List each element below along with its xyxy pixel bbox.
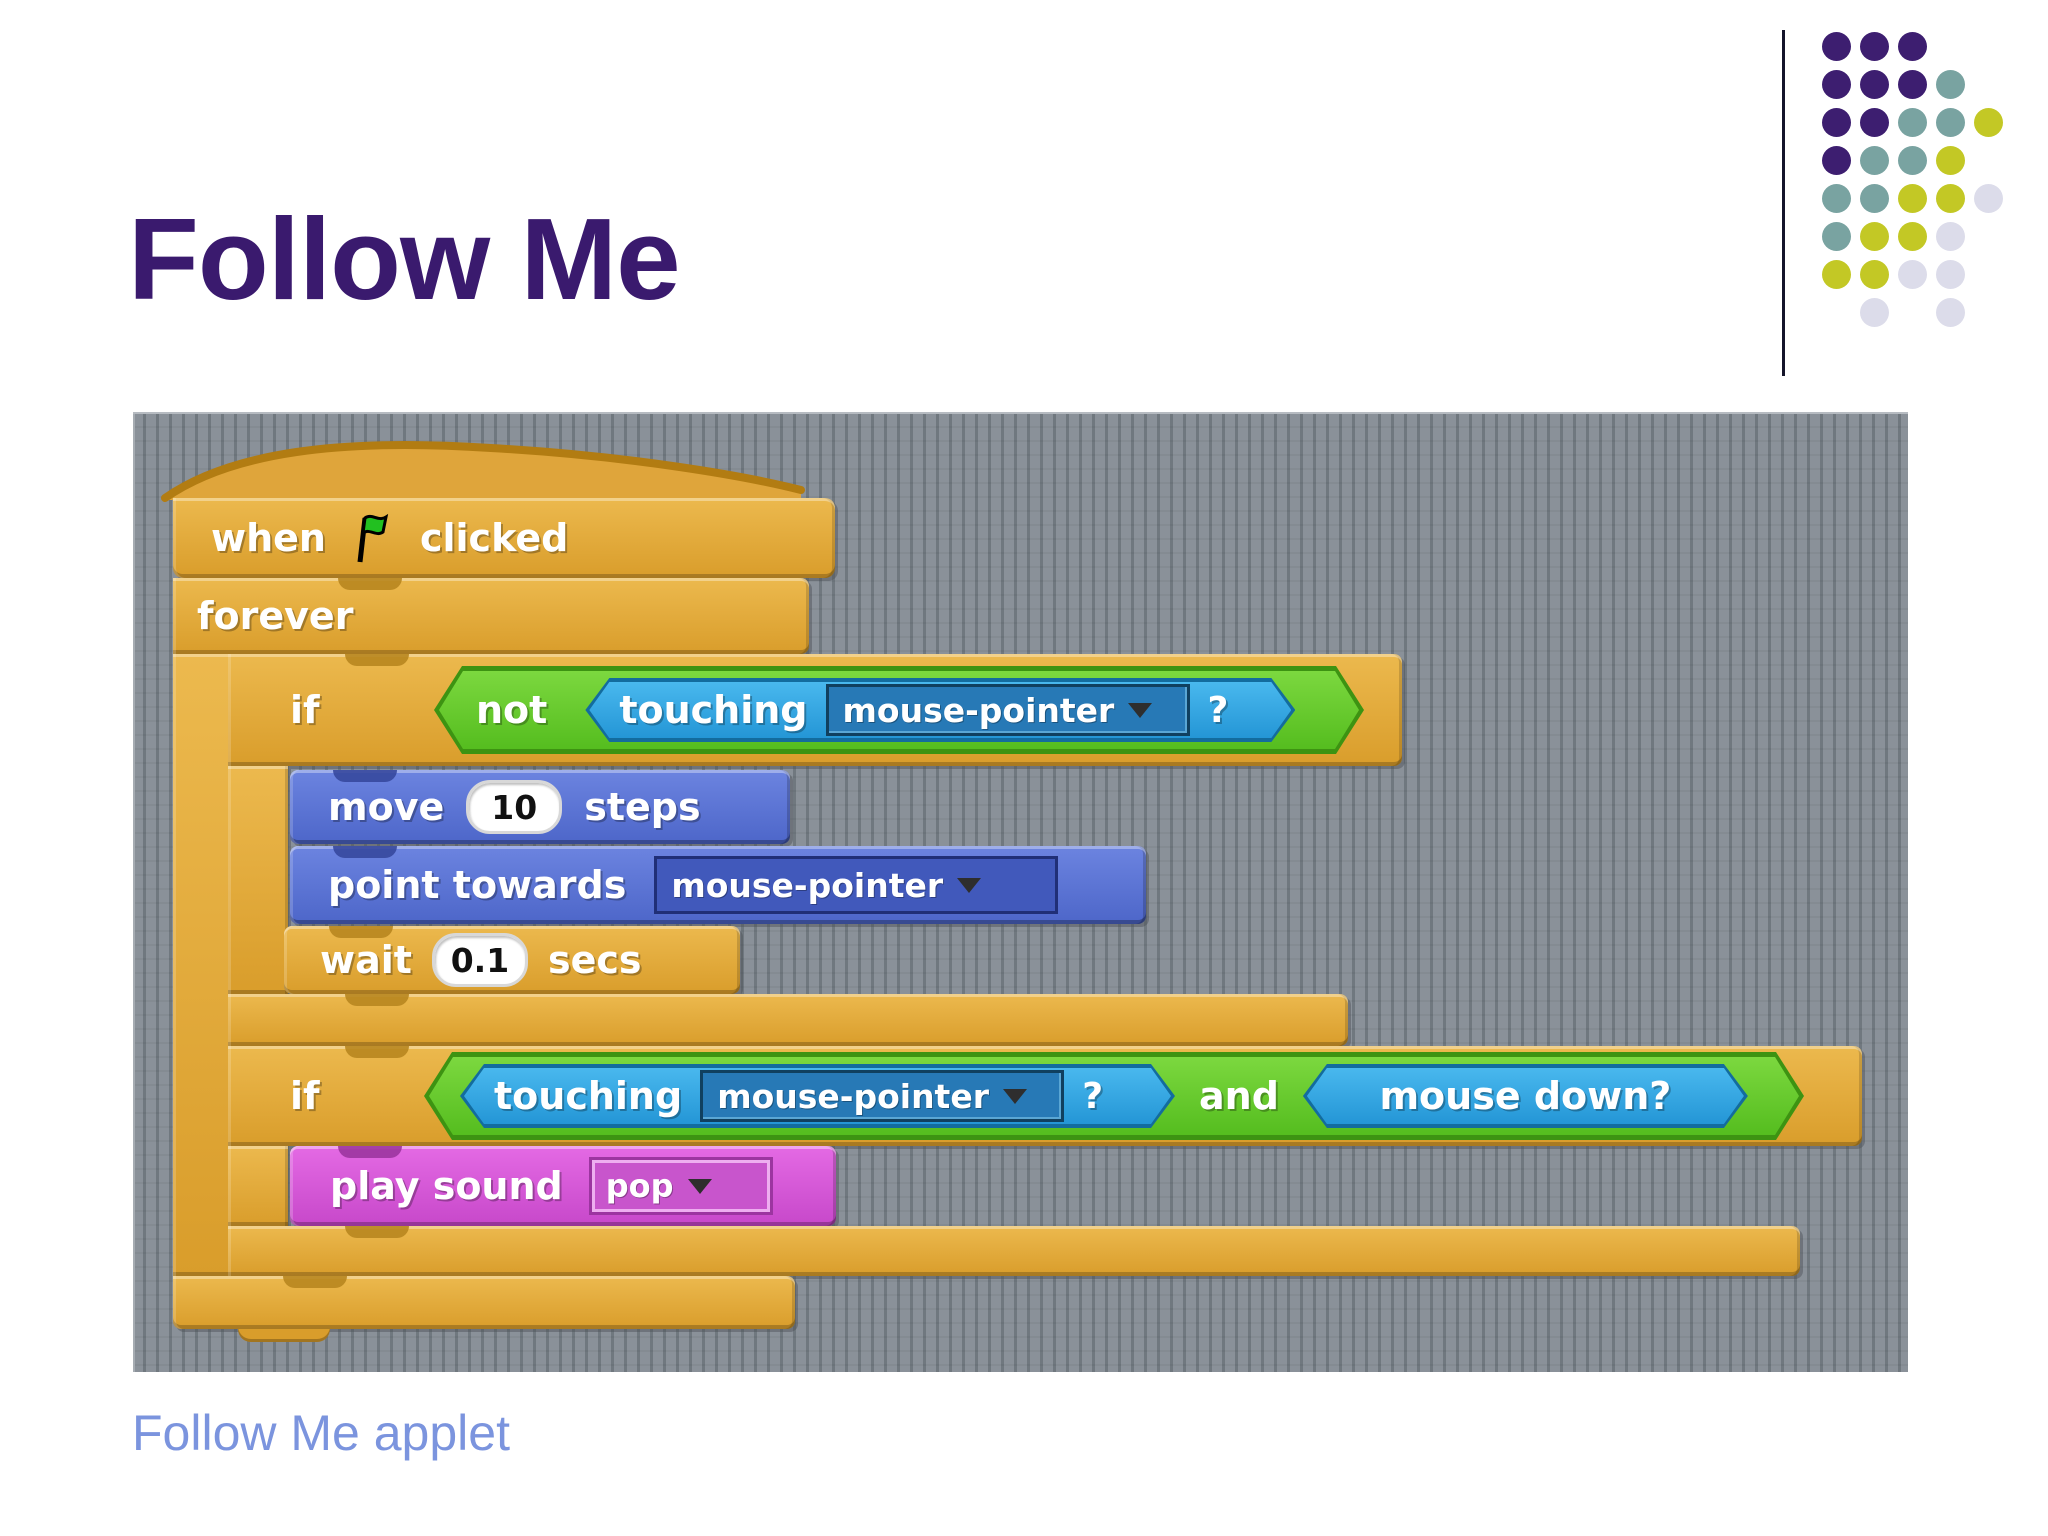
not-operator-block[interactable]: not touching mouse-pointer ? [434, 666, 1364, 754]
decor-dot [1822, 146, 1851, 175]
touching-target-value: mouse-pointer [842, 690, 1115, 730]
decor-dot [1898, 146, 1927, 175]
decor-dot [1898, 184, 1927, 213]
touching-target-dropdown[interactable]: mouse-pointer [826, 684, 1190, 736]
sound-value: pop [605, 1167, 674, 1205]
not-label: not [476, 688, 548, 732]
decor-dot [1860, 298, 1889, 327]
touching-target-value: mouse-pointer [717, 1076, 989, 1116]
notch [345, 1046, 409, 1058]
touching-sensor-block[interactable]: touching mouse-pointer ? [585, 678, 1295, 742]
decor-dot [1898, 32, 1927, 61]
play-sound-label: play sound [330, 1164, 563, 1208]
decor-dot [1860, 32, 1889, 61]
decor-dot [1936, 108, 1965, 137]
if-label: if [290, 688, 320, 732]
play-sound-block[interactable]: play sound pop [290, 1146, 836, 1226]
decor-dot [1860, 70, 1889, 99]
secs-label: secs [547, 938, 642, 982]
decor-dot [1822, 260, 1851, 289]
question-mark: ? [1082, 1075, 1104, 1117]
decor-dot [1936, 146, 1965, 175]
decor-vertical-line [1782, 30, 1785, 376]
move-steps-input[interactable]: 10 [466, 780, 563, 834]
follow-me-applet-link[interactable]: Follow Me applet [132, 1405, 510, 1461]
sound-dropdown[interactable]: pop [588, 1157, 773, 1215]
decor-dot [1860, 184, 1889, 213]
mouse-down-label: mouse down? [1379, 1074, 1672, 1118]
if2-left-arm [228, 1146, 288, 1226]
if2-bottom-arm [228, 1226, 1800, 1276]
notch [333, 770, 397, 782]
point-towards-block[interactable]: point towards mouse-pointer [290, 846, 1146, 924]
mouse-down-sensor-block[interactable]: mouse down? [1303, 1064, 1748, 1128]
decor-dot [1936, 184, 1965, 213]
if-block-2[interactable]: if touching mouse-pointer ? and [228, 1046, 1862, 1146]
touching-label: touching [494, 1074, 683, 1118]
if1-left-arm [228, 766, 288, 994]
scratch-script-area: when clicked forever if not touching mou… [133, 412, 1908, 1372]
when-label: when [211, 516, 326, 560]
decor-dot [1822, 32, 1851, 61]
notch [338, 578, 402, 590]
steps-label: steps [584, 785, 701, 829]
decor-dot-grid [1822, 32, 2014, 336]
decor-dot [1822, 108, 1851, 137]
move-steps-block[interactable]: move 10 steps [290, 770, 790, 844]
decor-dot [1860, 260, 1889, 289]
notch [345, 654, 409, 666]
decor-dot [1936, 260, 1965, 289]
notch [333, 846, 397, 858]
clicked-label: clicked [419, 516, 569, 560]
point-target-value: mouse-pointer [671, 865, 944, 905]
question-mark: ? [1207, 689, 1229, 731]
point-towards-label: point towards [328, 863, 627, 907]
hat-block-curve [161, 440, 805, 502]
notch [329, 926, 393, 938]
point-target-dropdown[interactable]: mouse-pointer [654, 856, 1059, 914]
forever-block[interactable]: forever [173, 578, 809, 654]
decor-dot [1898, 108, 1927, 137]
decor-dot [1936, 298, 1965, 327]
decor-dot [1860, 146, 1889, 175]
forever-loop-tab [238, 1329, 330, 1342]
forever-label: forever [197, 594, 354, 638]
dropdown-arrow-icon [1128, 703, 1152, 718]
if-block-1[interactable]: if not touching mouse-pointer ? [228, 654, 1402, 766]
dropdown-arrow-icon [957, 877, 982, 893]
decor-dot [1936, 70, 1965, 99]
decor-dot [1898, 70, 1927, 99]
forever-bottom-arm [173, 1276, 795, 1329]
if1-bottom-arm [228, 994, 1348, 1046]
touching-sensor-block[interactable]: touching mouse-pointer ? [460, 1064, 1175, 1128]
decor-dot [1974, 184, 2003, 213]
decor-dot [1898, 222, 1927, 251]
forever-left-arm [173, 654, 233, 1276]
and-label: and [1199, 1074, 1279, 1118]
decor-dot [1822, 70, 1851, 99]
decor-dot [1974, 108, 2003, 137]
decor-dot [1936, 222, 1965, 251]
touching-target-dropdown[interactable]: mouse-pointer [700, 1070, 1064, 1122]
notch [283, 1276, 347, 1288]
decor-dot [1822, 184, 1851, 213]
decor-dot [1860, 108, 1889, 137]
and-operator-block[interactable]: touching mouse-pointer ? and mouse down? [424, 1052, 1804, 1140]
decor-dot [1822, 222, 1851, 251]
wait-secs-input[interactable]: 0.1 [431, 933, 528, 987]
if-label: if [290, 1074, 320, 1118]
notch [338, 1146, 402, 1158]
move-label: move [328, 785, 445, 829]
page-title: Follow Me [128, 194, 681, 324]
notch [345, 1226, 409, 1238]
notch [345, 994, 409, 1006]
touching-label: touching [619, 688, 808, 732]
wait-label: wait [320, 938, 412, 982]
green-flag-icon [357, 513, 389, 563]
decor-dot [1898, 260, 1927, 289]
when-flag-clicked-block[interactable]: when clicked [173, 498, 835, 578]
decor-dot [1860, 222, 1889, 251]
dropdown-arrow-icon [1003, 1089, 1027, 1104]
dropdown-arrow-icon [687, 1178, 712, 1194]
